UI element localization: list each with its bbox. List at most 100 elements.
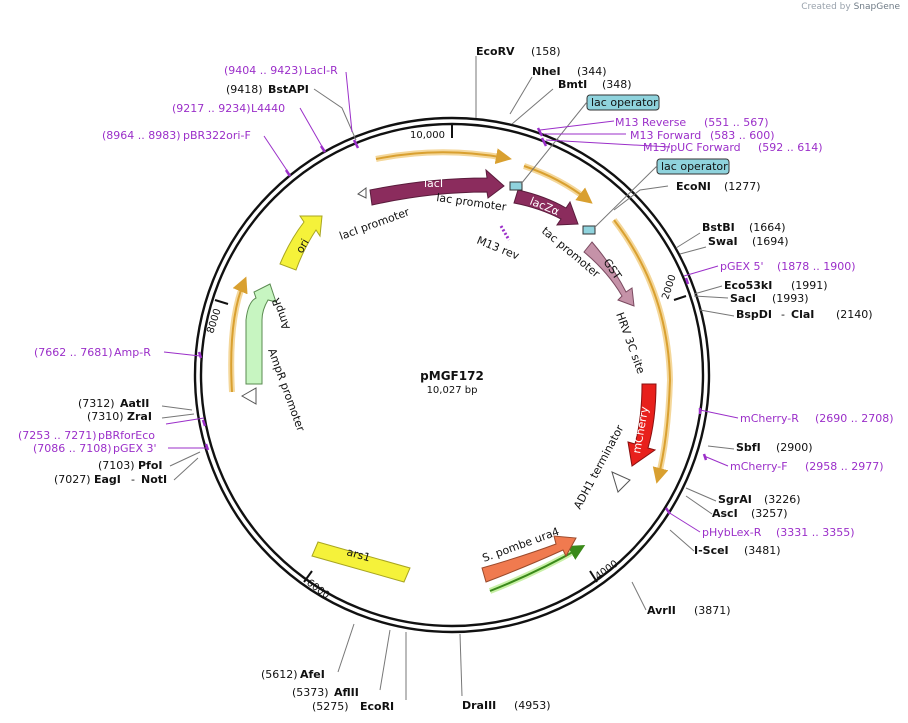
leader-i-scei: [669, 529, 695, 552]
primer-mcherry-r: mCherry-R: [740, 412, 799, 425]
site-ecori: EcoRI: [360, 700, 394, 713]
site-avrii: AvrII: [647, 604, 676, 617]
site-eagi-sep: -: [131, 473, 135, 486]
primer-m13-puc-forward: M13/pUC Forward: [643, 141, 741, 154]
site-ecorv: EcoRV: [476, 45, 515, 58]
leader-zrai: [161, 413, 195, 419]
leader-bspdi: [699, 309, 735, 317]
mark-mcherry-f: [702, 453, 708, 461]
site-aatii: AatII: [120, 397, 149, 410]
site-i-scei-pos: (3481): [744, 544, 781, 557]
lac-operator-text-1: lac operator: [591, 96, 658, 109]
snapgene-logo: SnapGene: [853, 2, 900, 12]
primer-pbr322ori-f-range: (8964 .. 8983): [102, 129, 181, 142]
backbone-outer-ring: [193, 116, 711, 634]
adh1-terminator-arrow: [611, 471, 631, 493]
primer-pgex5-range: (1878 .. 1900): [777, 260, 856, 273]
leader-phyblex-r: [667, 511, 701, 533]
site-swai: SwaI: [708, 235, 738, 248]
leader-l4440: [299, 107, 325, 151]
leader-amp-r: [163, 351, 201, 357]
gst-feature: [583, 241, 635, 307]
primer-pgex3: pGEX 3': [113, 442, 157, 455]
leader-m13-reverse: [539, 120, 615, 131]
site-bstbi-pos: (1664): [749, 221, 786, 234]
mark-amp-r: [197, 351, 203, 359]
primer-m13-reverse: M13 Reverse: [615, 116, 686, 129]
leader-pbrforeco: [165, 417, 205, 425]
ampr-feature: [245, 283, 277, 385]
primer-marks: [197, 127, 708, 515]
site-saci-pos: (1993): [772, 292, 809, 305]
tick-mark-4000: [589, 570, 598, 583]
tick-mark-2000: [673, 295, 687, 301]
mark-pbrforeco: [201, 419, 207, 427]
feature-labels: lacI promoter lac promoter M13 rev tac p…: [265, 191, 647, 511]
leader-laci-r: [345, 71, 353, 133]
site-bstapi-pos: (9418): [226, 83, 263, 96]
plasmid-name: pMGF172: [420, 369, 484, 383]
leader-econi: [613, 185, 669, 211]
lac-operator-mark-1: [509, 181, 523, 191]
site-avrii-pos: (3871): [694, 604, 731, 617]
leader-eagi: [173, 457, 199, 481]
site-aatii-pos: (7312): [78, 397, 115, 410]
site-sgrai-pos: (3226): [764, 493, 801, 506]
site-clai: ClaI: [791, 308, 814, 321]
orange-arc-top: [375, 148, 512, 165]
restriction-sites: EcoRV (158) NheI (344) BmtI (348) EcoNI …: [54, 45, 873, 713]
tick-mark-6000: [303, 570, 313, 583]
mark-pgex3: [204, 443, 210, 451]
m13-rev-label: M13 rev: [475, 234, 522, 263]
site-sbfi-pos: (2900): [776, 441, 813, 454]
ars1-feature: [311, 541, 411, 583]
mark-l4440: [319, 145, 327, 153]
site-econi-pos: (1277): [724, 180, 761, 193]
ampr-promoter-arrow: [240, 387, 257, 405]
primer-pbrforeco: pBRforEco: [98, 429, 155, 442]
primer-m13-forward: M13 Forward: [630, 129, 701, 142]
ori-label: ori: [293, 237, 311, 256]
site-afei: AfeI: [300, 668, 325, 681]
hrv-label: HRV 3C site: [613, 311, 647, 376]
mark-pgex5: [684, 277, 690, 285]
primer-amp-r: Amp-R: [114, 346, 151, 359]
primer-mcherry-f: mCherry-F: [730, 460, 788, 473]
primer-m13-reverse-range: (551 .. 567): [704, 116, 769, 129]
lacz-feature: [513, 189, 579, 226]
site-bmti: BmtI: [558, 78, 587, 91]
lac-promoter-label: lac promoter: [436, 191, 508, 214]
mark-laci-r: [352, 139, 360, 149]
site-sgrai: SgrAI: [718, 493, 752, 506]
primer-labels: M13 Reverse (551 .. 567) M13 Forward (58…: [18, 64, 894, 539]
credit: Created by SnapGene: [801, 2, 900, 12]
site-ecori-pos: (5275): [312, 700, 349, 713]
site-bstbi: BstBI: [702, 221, 735, 234]
primer-laci-r: LacI-R: [304, 64, 338, 77]
primer-l4440: L4440: [251, 102, 285, 115]
site-bmti-pos: (348): [602, 78, 632, 91]
ampr-label: AmpR: [269, 296, 293, 332]
site-aflii-pos: (5373): [292, 686, 329, 699]
primer-pbr322ori-f: pBR322ori-F: [183, 129, 251, 142]
site-nhei-pos: (344): [577, 65, 607, 78]
mcherry-feature: [627, 383, 657, 467]
ori-feature: [279, 215, 323, 271]
leader-pbr322ori-f: [263, 135, 289, 173]
site-nhei: NheI: [532, 65, 561, 78]
lac-operator-leader-2: [593, 165, 658, 229]
lac-operator-leader-1: [520, 101, 588, 185]
lac-operator-text-2: lac operator: [661, 160, 728, 173]
site-draiii-pos: (4953): [514, 699, 551, 712]
site-saci: SacI: [730, 292, 756, 305]
primer-pbrforeco-range: (7253 .. 7271): [18, 429, 97, 442]
leader-avrii: [631, 581, 647, 611]
primer-pgex5: pGEX 5': [720, 260, 764, 273]
credit-prefix: Created by: [801, 2, 851, 12]
site-sbfi: SbfI: [736, 441, 761, 454]
lac-operator-mark-2: [582, 225, 596, 235]
tick-label-10000: 10,000: [410, 130, 445, 141]
site-swai-pos: (1694): [752, 235, 789, 248]
ars1-label: ars1: [345, 545, 372, 564]
